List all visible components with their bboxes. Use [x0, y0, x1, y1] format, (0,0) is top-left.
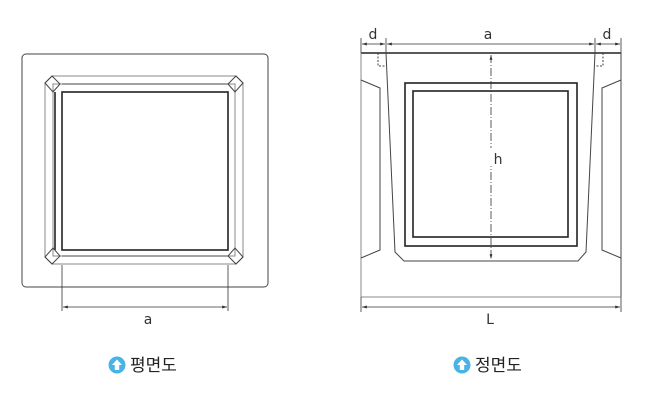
front-view-caption: 정면도 — [453, 356, 522, 376]
front-view-caption-text: 정면도 — [475, 356, 522, 376]
plan-outer-slab — [21, 53, 269, 288]
plan-mid-frame — [52, 83, 236, 257]
front-view: h d a d L — [360, 27, 622, 328]
front-dimension-L-label: L — [486, 312, 494, 328]
front-dimension-a-label: a — [484, 27, 493, 43]
plan-view-caption: 평면도 — [108, 356, 177, 376]
front-side-recess-right — [601, 79, 622, 259]
plan-view-caption-text: 평면도 — [130, 356, 177, 376]
front-channel-profile — [385, 52, 596, 262]
front-side-recess-left — [360, 79, 381, 259]
arrow-up-circle-icon — [453, 356, 471, 374]
front-dimension-h-label: h — [494, 152, 503, 168]
front-dimension-d-left-label: d — [369, 27, 378, 43]
front-dimension-d-right-label: d — [603, 27, 612, 43]
plan-corner-chamfers — [44, 75, 244, 265]
plan-view: a — [21, 53, 269, 328]
plan-inner-opening — [61, 91, 229, 251]
plan-dimension-a-label: a — [144, 312, 153, 328]
plan-outer-frame — [44, 75, 244, 265]
front-notch-left — [377, 53, 386, 67]
front-notch-right — [595, 53, 604, 67]
arrow-up-circle-icon — [108, 356, 126, 374]
